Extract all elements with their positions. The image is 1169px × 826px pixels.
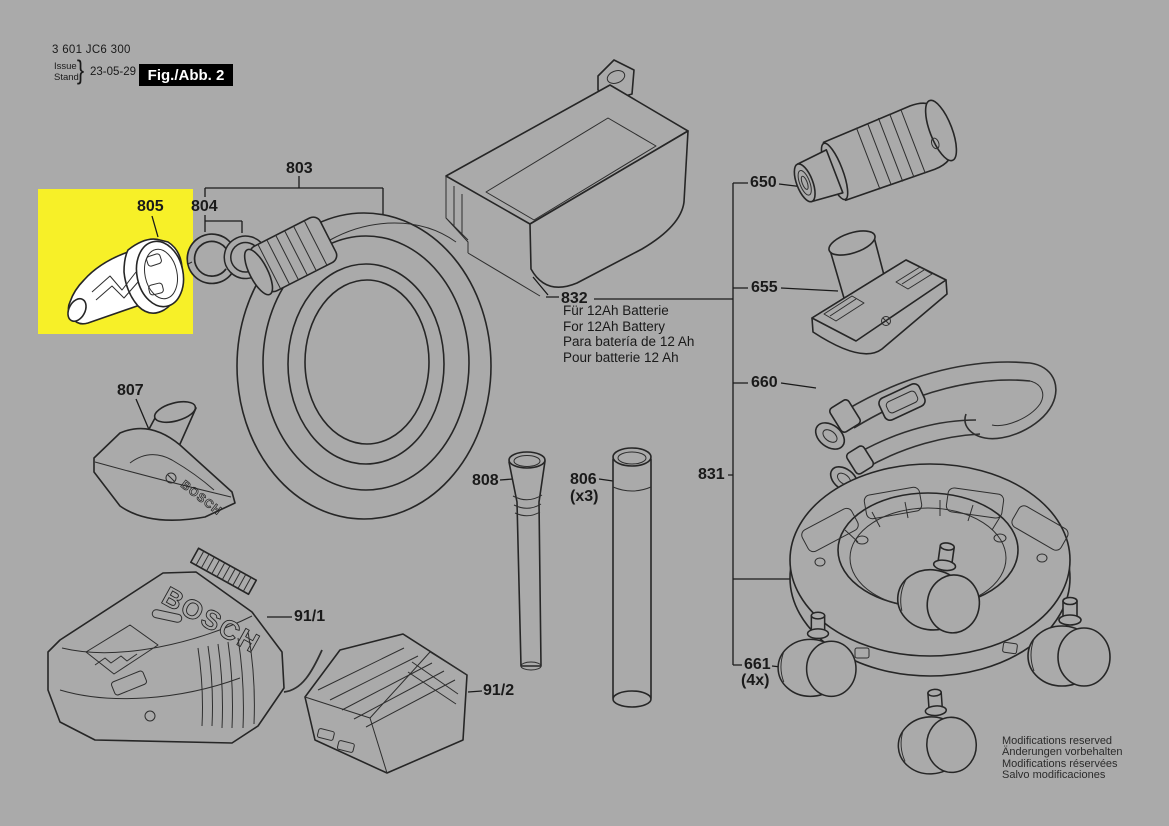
modifications-note: Modifications reserved Änderungen vorbeh… [1002, 735, 1123, 782]
issue-label: Issue [54, 61, 77, 72]
leader-line-808 [499, 478, 514, 481]
battery-note-line-de: Für 12Ah Batterie [563, 303, 669, 318]
battery-note-line-en: For 12Ah Battery [563, 318, 666, 334]
part-label-661-qty: (4x) [741, 672, 770, 689]
part-label-650: 650 [750, 174, 777, 191]
leader-line-660 [780, 382, 817, 389]
part-label-655: 655 [751, 279, 778, 296]
battery-note: Für 12Ah Batterie For 12Ah Battery Para … [563, 303, 694, 365]
part-label-660: 660 [751, 374, 778, 391]
part-label-91-1: 91/1 [294, 608, 326, 625]
figure-label: Fig./Abb. 2 [147, 66, 225, 84]
issue-stand-label: Issue Stand [54, 61, 79, 83]
leader-lines-832 [532, 276, 733, 300]
part-label-806: 806 [570, 471, 597, 488]
part-803-drawing[interactable] [236, 212, 492, 520]
issue-brace: } [76, 55, 85, 85]
modifications-line-es: Salvo modificaciones [1002, 769, 1106, 782]
part-808-drawing[interactable] [508, 451, 546, 671]
leader-lines-804 [204, 215, 243, 233]
bracket-main-right [728, 182, 800, 666]
part-807-drawing[interactable]: BOSCH [93, 398, 236, 522]
issue-date: 23-05-29 [90, 66, 137, 78]
part-label-832: 832 [561, 290, 588, 307]
part-91-2-drawing[interactable] [304, 633, 468, 774]
part-805-drawing[interactable] [64, 237, 189, 325]
part-655-drawing[interactable] [811, 226, 948, 355]
part-label-807: 807 [117, 382, 144, 399]
part-label-806-qty: (x3) [570, 488, 599, 505]
part-806-drawing[interactable] [612, 447, 652, 708]
document-number: 3 601 JC6 300 [52, 44, 131, 56]
part-804-drawing[interactable] [186, 233, 266, 285]
part-650-drawing[interactable] [785, 95, 963, 218]
part-831-drawing[interactable] [789, 463, 1071, 677]
part-label-803: 803 [286, 160, 313, 177]
leader-line-807 [135, 398, 151, 433]
leader-line-805 [151, 215, 159, 238]
leader-lines-803 [204, 176, 384, 227]
figure-badge: Fig./Abb. 2 [139, 64, 233, 86]
leader-line-655 [780, 287, 839, 292]
modifications-line-fr: Modifications réservées [1002, 757, 1118, 770]
leader-line-91-2 [467, 690, 483, 693]
part-832-drawing[interactable] [445, 59, 689, 297]
part-label-661: 661 [744, 656, 771, 673]
battery-note-line-fr: Pour batterie 12 Ah [563, 349, 679, 365]
leader-line-806 [598, 478, 614, 482]
part-label-91-2: 91/2 [483, 682, 515, 699]
part-label-808: 808 [472, 472, 499, 489]
part-660-drawing[interactable] [811, 361, 1057, 496]
part-91-1-drawing[interactable]: BOSCH [47, 547, 323, 744]
stand-label: Stand [54, 71, 79, 83]
battery-note-line-es: Para batería de 12 Ah [563, 334, 695, 349]
part-label-831: 831 [698, 466, 725, 483]
part-label-804: 804 [191, 198, 218, 215]
part-label-805: 805 [137, 198, 164, 215]
modifications-line-en: Modifications reserved [1002, 735, 1113, 747]
modifications-line-de: Änderungen vorbehalten [1002, 746, 1123, 759]
